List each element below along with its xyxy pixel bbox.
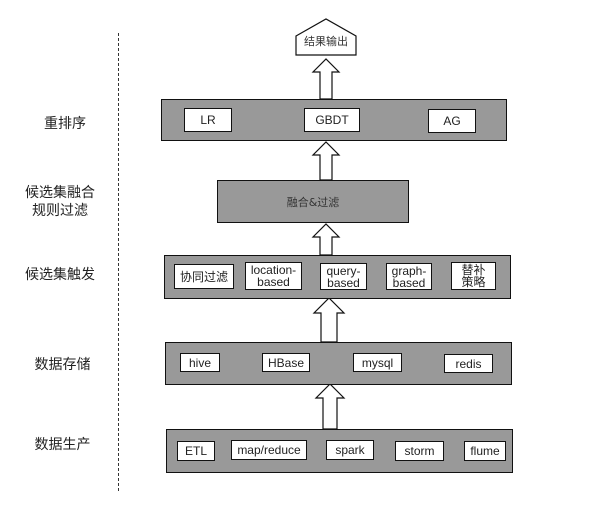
- item-spark: spark: [326, 440, 374, 460]
- item-hive: hive: [180, 353, 220, 372]
- item-hbase: HBase: [262, 353, 310, 372]
- fusion-text: 融合&过滤: [286, 195, 340, 209]
- side-label-rerank: 重排序: [44, 116, 86, 132]
- item-flume: flume: [464, 441, 506, 461]
- item-ag: AG: [428, 109, 476, 133]
- arrow-up-output: [311, 58, 341, 100]
- item-etl: ETL: [177, 441, 215, 461]
- arrow-up-storage: [314, 383, 346, 430]
- dashed-divider: [118, 33, 119, 491]
- item-storm: storm: [395, 441, 444, 461]
- item-map-reduce: map/reduce: [231, 440, 307, 460]
- item-fallback-strategy: 替补 策略: [451, 262, 496, 290]
- layer-production: ETL map/reduce spark storm flume: [166, 429, 513, 473]
- layer-trigger: 协同过滤 location- based query- based graph-…: [164, 255, 511, 299]
- arrow-up-trigger: [312, 297, 346, 343]
- output-pentagon: [295, 18, 357, 56]
- arrow-up-rerank: [311, 141, 341, 181]
- item-collaborative-filtering: 协同过滤: [174, 264, 234, 289]
- item-lr: LR: [184, 108, 232, 132]
- arrow-up-fusion: [311, 223, 341, 256]
- side-label-trigger: 候选集触发: [25, 267, 95, 283]
- side-label-production: 数据生产: [34, 437, 91, 453]
- output-label: 结果输出: [304, 35, 348, 48]
- item-location-based: location- based: [245, 262, 302, 290]
- item-query-based: query- based: [320, 263, 367, 290]
- layer-storage: hive HBase mysql redis: [165, 342, 512, 385]
- item-gbdt: GBDT: [304, 108, 360, 132]
- layer-fusion: 融合&过滤: [217, 180, 409, 223]
- item-mysql: mysql: [353, 353, 402, 372]
- side-label-fusion: 候选集融合 规则过滤: [25, 185, 95, 219]
- item-redis: redis: [444, 354, 493, 373]
- layer-rerank: LR GBDT AG: [161, 99, 507, 141]
- side-label-storage: 数据存储: [34, 357, 91, 373]
- item-graph-based: graph- based: [386, 263, 432, 290]
